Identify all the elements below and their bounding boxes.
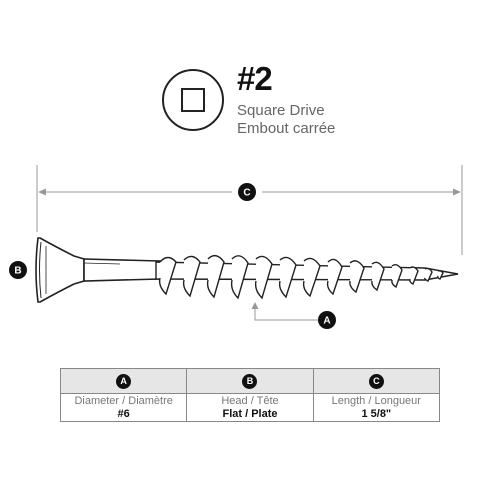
length-dimension bbox=[36, 165, 463, 255]
callout-length: C bbox=[238, 183, 256, 201]
screw-head bbox=[35, 237, 85, 303]
callout-diameter: A bbox=[318, 311, 336, 329]
screw-threads bbox=[155, 254, 459, 300]
diameter-badge: A bbox=[116, 373, 132, 389]
diameter-value: #6 bbox=[117, 407, 130, 420]
diameter-label: Diameter / Diamètre bbox=[74, 395, 173, 408]
callout-head-letter: B bbox=[14, 266, 21, 277]
length-badge: C bbox=[368, 373, 384, 389]
square-drive-icon bbox=[162, 69, 224, 131]
callout-diameter-letter: A bbox=[323, 316, 330, 327]
drive-type-en: Square Drive bbox=[237, 102, 325, 119]
diameter-arrow bbox=[251, 302, 318, 321]
spec-column-length: C Length / Longueur 1 5/8" bbox=[312, 369, 439, 421]
head-value: Flat / Plate bbox=[222, 407, 278, 420]
spec-column-head: B Head / Tête Flat / Plate bbox=[186, 369, 313, 421]
spec-header: C bbox=[313, 369, 439, 394]
screw-shank bbox=[83, 258, 161, 282]
length-label: Length / Longueur bbox=[331, 395, 421, 408]
spec-header: A bbox=[61, 369, 187, 394]
spec-header: B bbox=[187, 369, 313, 394]
head-label: Head / Tête bbox=[221, 395, 279, 408]
spec-table: A Diameter / Diamètre #6 B Head / Tête F… bbox=[60, 368, 440, 422]
callout-head: B bbox=[9, 261, 27, 279]
callout-length-letter: C bbox=[243, 188, 250, 199]
length-value: 1 5/8" bbox=[361, 407, 392, 420]
spec-column-diameter: A Diameter / Diamètre #6 bbox=[61, 369, 187, 421]
drive-size: #2 bbox=[237, 60, 273, 97]
drive-type-fr: Embout carrée bbox=[237, 120, 336, 137]
square-recess-icon bbox=[181, 88, 205, 112]
head-badge: B bbox=[242, 373, 258, 389]
